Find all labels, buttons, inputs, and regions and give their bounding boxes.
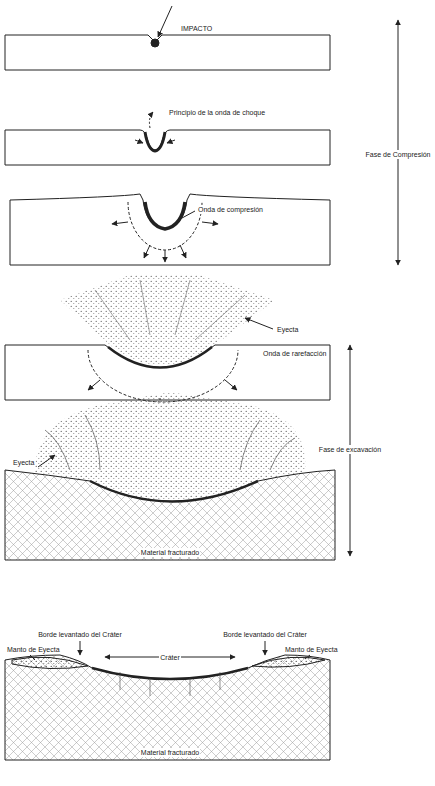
fracture-label: Material fracturado: [140, 548, 200, 557]
rim-label: Borde levantado del Cráter: [222, 630, 308, 639]
impact-label: IMPACTO: [180, 24, 213, 33]
ejecta-label: Eyecta: [276, 325, 299, 334]
ejecta-blanket-label: Manto de Eyecta: [284, 645, 339, 654]
phase-label: Fase de excavación: [318, 445, 382, 454]
ejecta-label: Eyecta: [12, 458, 35, 467]
crater-label: Cráter: [159, 653, 180, 662]
phase-label: Fase de Compresión: [365, 150, 432, 159]
ejecta-blanket-label: Manto de Eyecta: [6, 645, 61, 654]
compression-wave-label: Onda de compresión: [197, 205, 264, 214]
rim-label: Borde levantado del Cráter: [37, 630, 123, 639]
fracture-label: Material fracturado: [140, 748, 200, 757]
rarefaction-wave-label: Onda de rarefacción: [262, 349, 327, 358]
shock-wave-label: Principio de la onda de choque: [168, 108, 266, 117]
